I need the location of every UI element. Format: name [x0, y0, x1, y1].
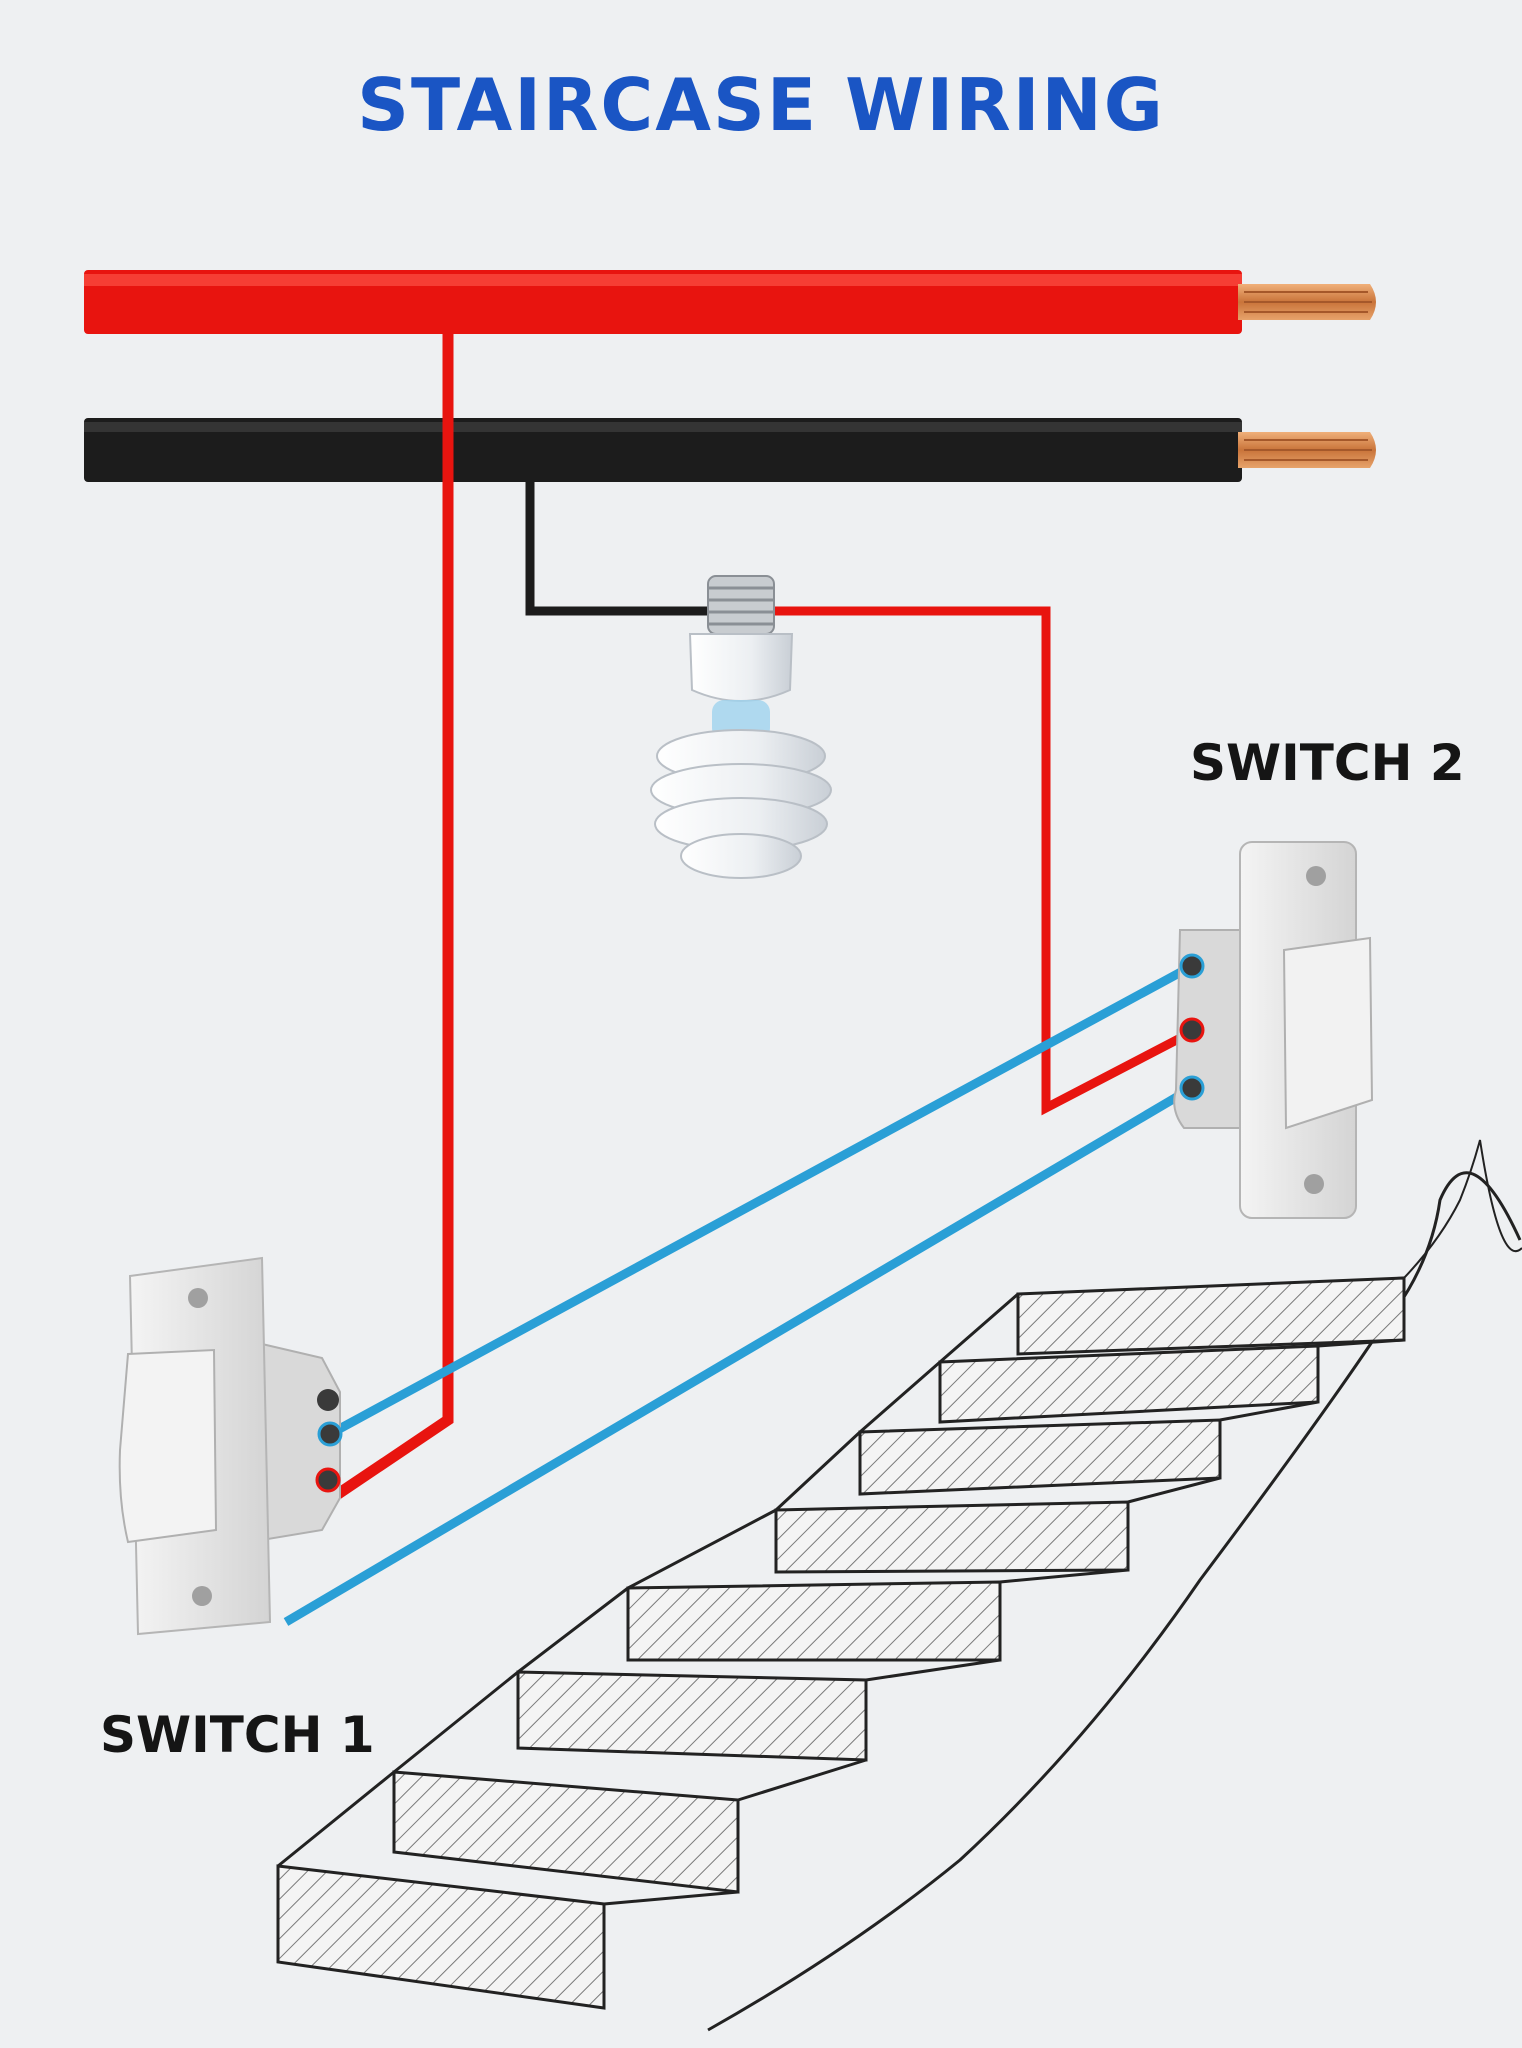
traveler-wire-bottom	[283, 1084, 1195, 1626]
page-title: STAIRCASE WIRING	[357, 63, 1165, 147]
switch-icon	[118, 1256, 343, 1636]
switch-1	[118, 1256, 343, 1636]
switch-1-label: SWITCH 1	[100, 1706, 375, 1764]
bulb-to-switch2-wire	[774, 606, 1193, 1116]
switch-2	[1173, 841, 1374, 1219]
neutral-main-wire	[84, 418, 1376, 482]
light-bulb-icon	[650, 575, 832, 879]
switch-2-label: SWITCH 2	[1190, 734, 1465, 792]
switch-icon	[1173, 841, 1374, 1219]
live-main-wire	[84, 270, 1376, 334]
live-drop-wire	[334, 334, 454, 1499]
staircase-icon	[276, 1139, 1522, 2032]
traveler-wire-top	[327, 962, 1195, 1438]
neutral-to-bulb-wire	[525, 482, 708, 616]
